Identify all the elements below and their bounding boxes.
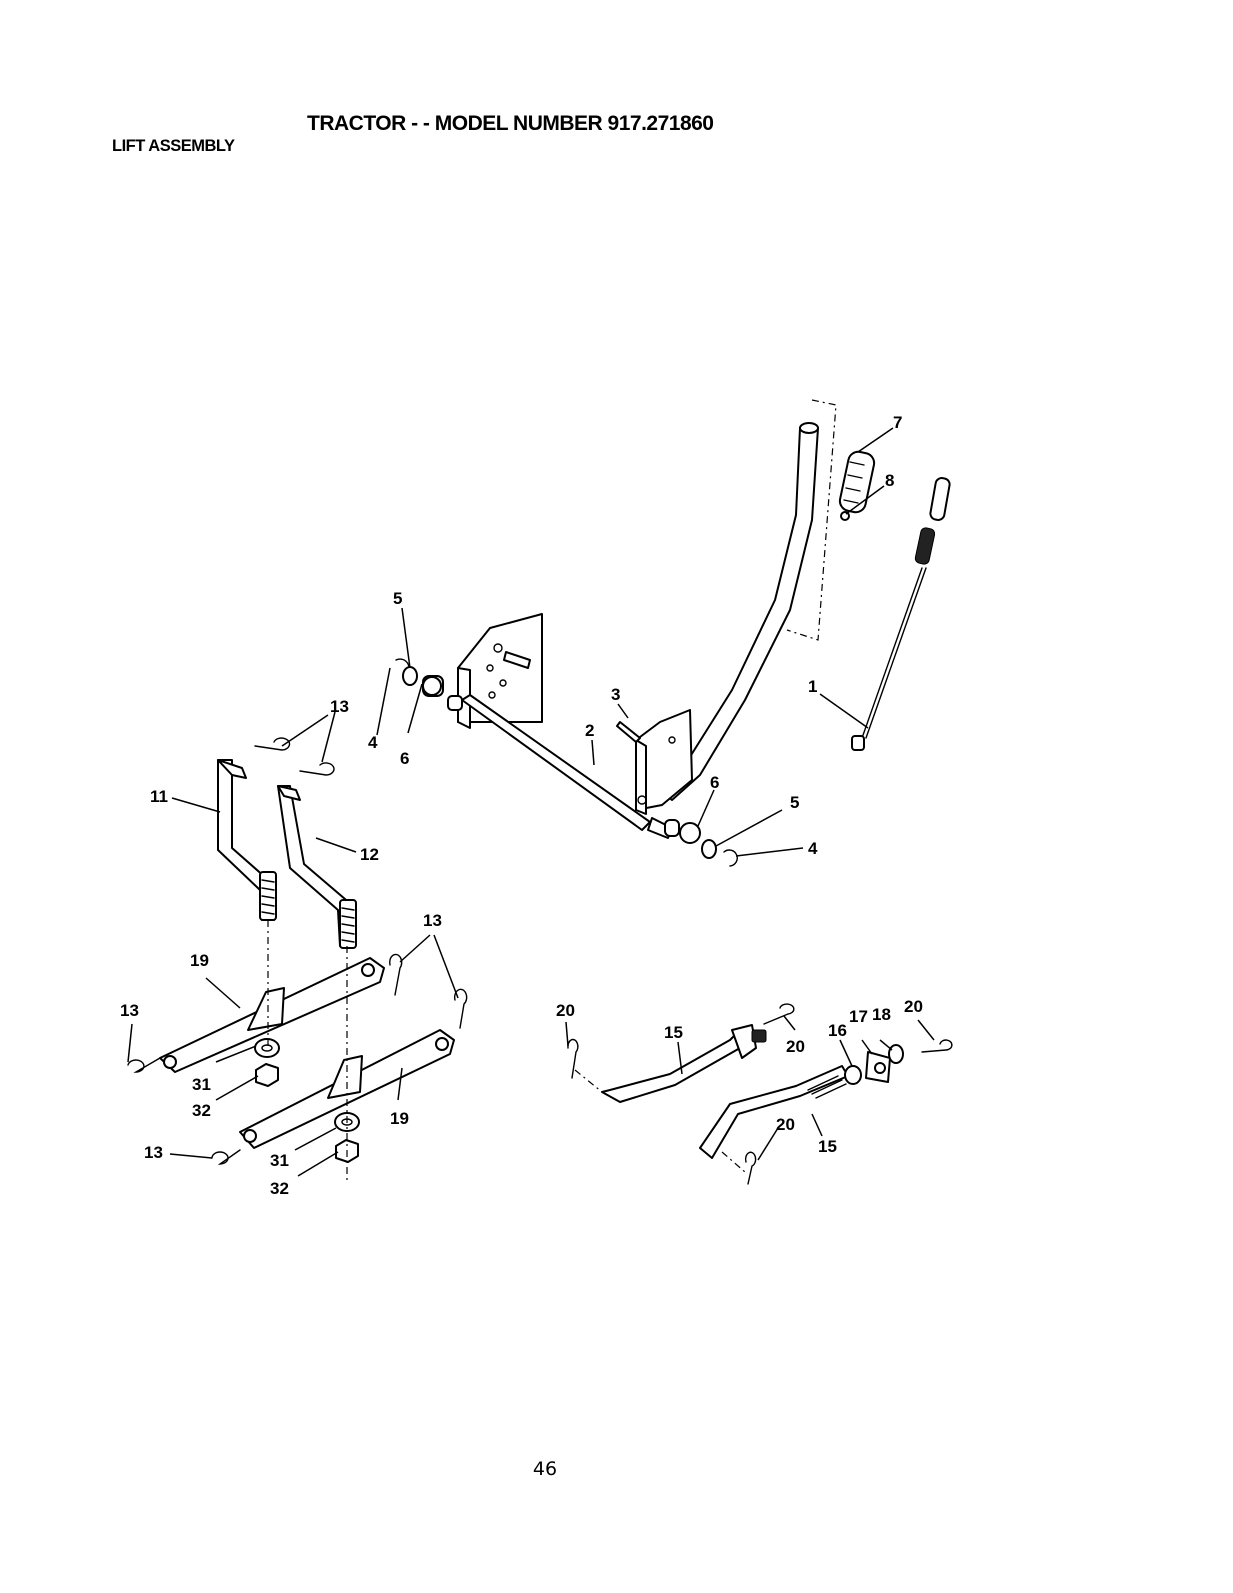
handle-grip <box>838 450 876 520</box>
left-hardware <box>396 659 462 710</box>
leader-lines <box>128 428 934 1176</box>
callout-11: 11 <box>150 787 168 806</box>
lift-link-left <box>218 760 276 920</box>
callout-13: 13 <box>423 911 442 930</box>
lift-shaft <box>458 614 692 838</box>
callout-31: 31 <box>192 1075 211 1094</box>
callout-3: 3 <box>611 685 620 704</box>
callout-7: 7 <box>893 413 902 432</box>
callout-4: 4 <box>808 839 818 858</box>
callout-19: 19 <box>190 951 209 970</box>
callout-12: 12 <box>360 845 379 864</box>
callout-15: 15 <box>818 1137 837 1156</box>
callout-32: 32 <box>270 1179 289 1198</box>
lift-spring-rod <box>852 477 951 750</box>
callout-5: 5 <box>393 589 402 608</box>
callout-31: 31 <box>270 1151 289 1170</box>
cotter-pins-top <box>255 738 334 775</box>
callout-20: 20 <box>556 1001 575 1020</box>
callout-15: 15 <box>664 1023 683 1042</box>
callout-2: 2 <box>585 721 594 740</box>
callout-18: 18 <box>872 1005 891 1024</box>
callout-6: 6 <box>400 749 409 768</box>
adjust-rod-lower <box>700 1066 848 1172</box>
callout-4: 4 <box>368 733 378 752</box>
adjust-hardware <box>845 1045 903 1084</box>
page-number: 46 <box>0 1458 1090 1480</box>
callout-20: 20 <box>786 1037 805 1056</box>
callout-5: 5 <box>790 793 799 812</box>
callout-20: 20 <box>904 997 923 1016</box>
callout-8: 8 <box>885 471 894 490</box>
callout-13: 13 <box>330 697 349 716</box>
callout-6: 6 <box>710 773 719 792</box>
callout-16: 16 <box>828 1021 847 1040</box>
pin <box>617 722 640 742</box>
callout-20: 20 <box>776 1115 795 1134</box>
callout-17: 17 <box>849 1007 868 1026</box>
callout-13: 13 <box>120 1001 139 1020</box>
callout-19: 19 <box>390 1109 409 1128</box>
callout-1: 1 <box>808 677 817 696</box>
callout-13: 13 <box>144 1143 163 1162</box>
callout-32: 32 <box>192 1101 211 1120</box>
lift-link-right <box>278 786 356 948</box>
right-hardware <box>665 820 737 866</box>
